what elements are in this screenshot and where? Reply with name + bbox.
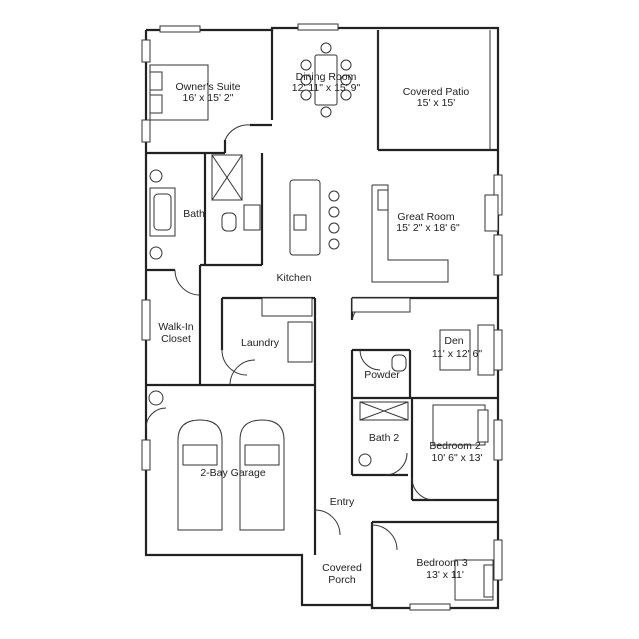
kitchen-label: Kitchen (276, 272, 311, 284)
room-labels: Owner's Suite 16' x 15' 2" Dining Room 1… (158, 71, 482, 586)
bath-2-label: Bath 2 (369, 432, 400, 444)
covered-patio-label: Covered Patio (403, 86, 470, 98)
dining-room-label: Dining Room (296, 71, 357, 83)
covered-porch-label-line2: Porch (328, 574, 356, 586)
den-label: Den (444, 335, 463, 347)
walk-in-closet-label-line2: Closet (161, 333, 191, 345)
walk-in-closet-label-line1: Walk-In (158, 321, 193, 333)
bedroom-2-label: Bedroom 2 (429, 440, 481, 452)
entry-label: Entry (330, 496, 355, 508)
bath-label: Bath (183, 208, 205, 220)
great-room-label: Great Room (397, 211, 454, 223)
garage-label: 2-Bay Garage (200, 467, 266, 479)
owners-suite-label: Owner's Suite (175, 81, 240, 93)
den-dims: 11' x 12' 6" (432, 348, 482, 360)
laundry-label: Laundry (241, 337, 280, 349)
owners-suite-dims: 16' x 15' 2" (183, 92, 234, 104)
doors (145, 30, 491, 551)
great-room-dims: 15' 2" x 18' 6" (396, 222, 460, 234)
bedroom-3-label: Bedroom 3 (416, 557, 468, 569)
powder-label: Powder (364, 369, 400, 381)
bedroom-2-dims: 10' 6" x 13' (432, 452, 483, 464)
covered-patio-dims: 15' x 15' (417, 97, 455, 109)
bedroom-3-dims: 13' x 11' (426, 569, 464, 581)
dining-room-dims: 12' 11" x 15' 9" (292, 82, 361, 94)
fixtures (148, 42, 499, 601)
covered-porch-label-line1: Covered (322, 562, 362, 574)
